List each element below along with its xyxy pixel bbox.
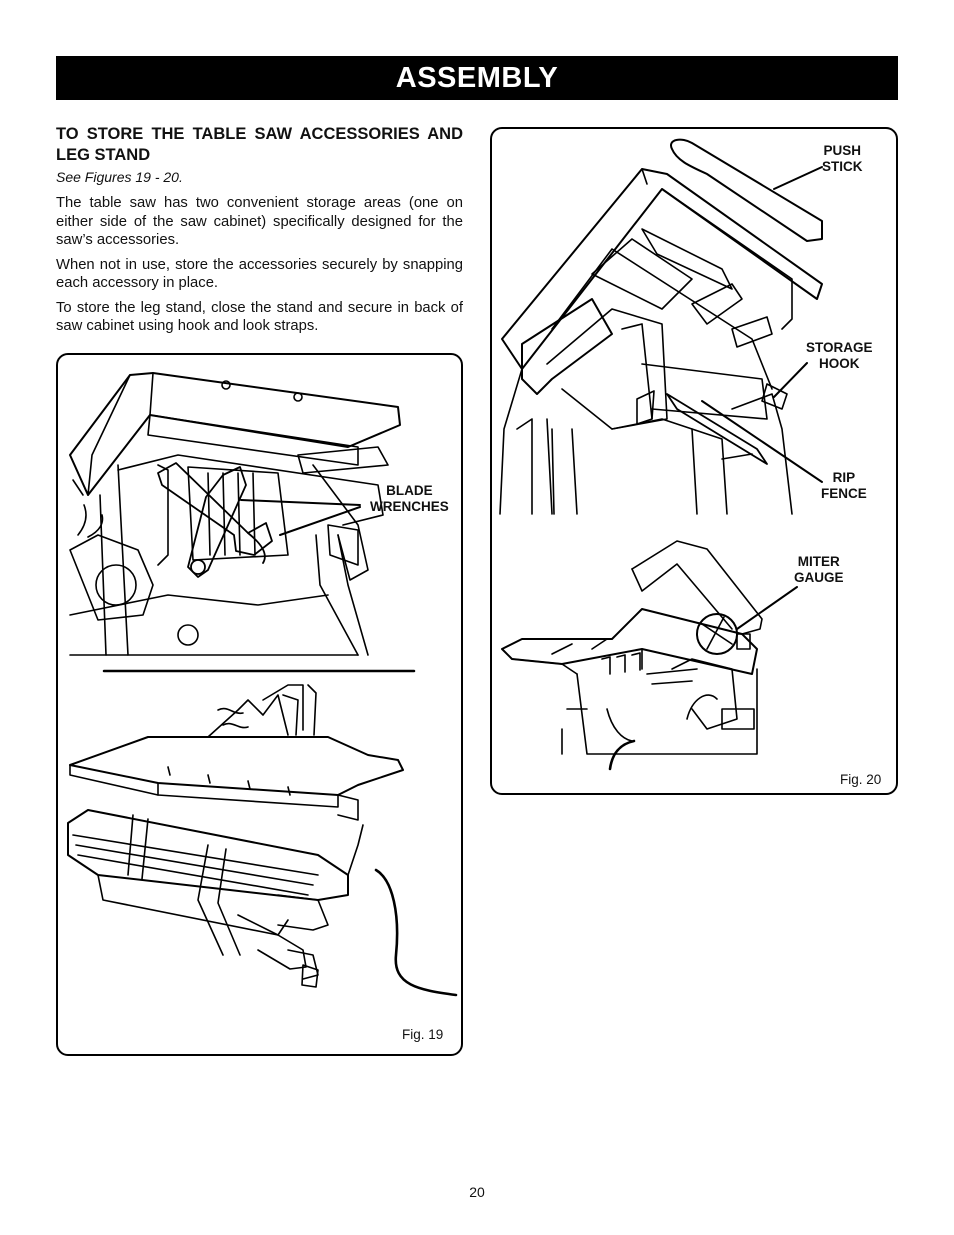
label-blade-wrenches: BLADE WRENCHES	[370, 483, 449, 514]
paragraph-store-leg-stand: To store the leg stand, close the stand …	[56, 299, 463, 335]
instructions-column: TO STORE THE TABLE SAW ACCESSORIES AND L…	[56, 124, 463, 342]
label-miter-gauge: MITER GAUGE	[794, 554, 844, 585]
paragraph-storage-areas: The table saw has two convenient storage…	[56, 195, 463, 248]
rip-fence-shape	[666, 393, 768, 465]
blade-wrenches-shape	[157, 462, 273, 578]
figure-19-illustration	[67, 372, 458, 997]
push-stick-shape	[670, 138, 823, 242]
saw-cabinet-miter-view	[501, 540, 763, 755]
fig20-leaders	[701, 166, 823, 630]
section-heading: TO STORE THE TABLE SAW ACCESSORIES AND L…	[56, 125, 463, 164]
label-push-stick: PUSH STICK	[822, 143, 863, 174]
figure-20: PUSH STICK STORAGE HOOK RIP FENCE MITER …	[490, 127, 898, 795]
saw-cabinet-side-view	[69, 372, 401, 656]
saw-with-folded-stand	[67, 684, 404, 988]
figure-19: BLADE WRENCHES Fig. 19	[56, 353, 463, 1056]
figure-20-illustration	[499, 138, 823, 771]
figure-19-caption: Fig. 19	[402, 1027, 444, 1042]
section-banner: ASSEMBLY	[56, 56, 898, 100]
label-storage-hook: STORAGE HOOK	[806, 340, 873, 371]
figure-20-caption: Fig. 20	[840, 772, 882, 787]
banner-title: ASSEMBLY	[395, 61, 559, 94]
saw-underside-view	[499, 168, 823, 515]
blade-wrenches-leaders	[240, 499, 361, 536]
paragraph-snap-accessories: When not in use, store the accessories s…	[56, 256, 463, 292]
power-cord	[608, 739, 636, 771]
figure-reference: See Figures 19 - 20.	[56, 169, 183, 185]
label-rip-fence: RIP FENCE	[821, 470, 867, 501]
power-cord	[374, 868, 458, 997]
page-number: 20	[469, 1184, 485, 1200]
